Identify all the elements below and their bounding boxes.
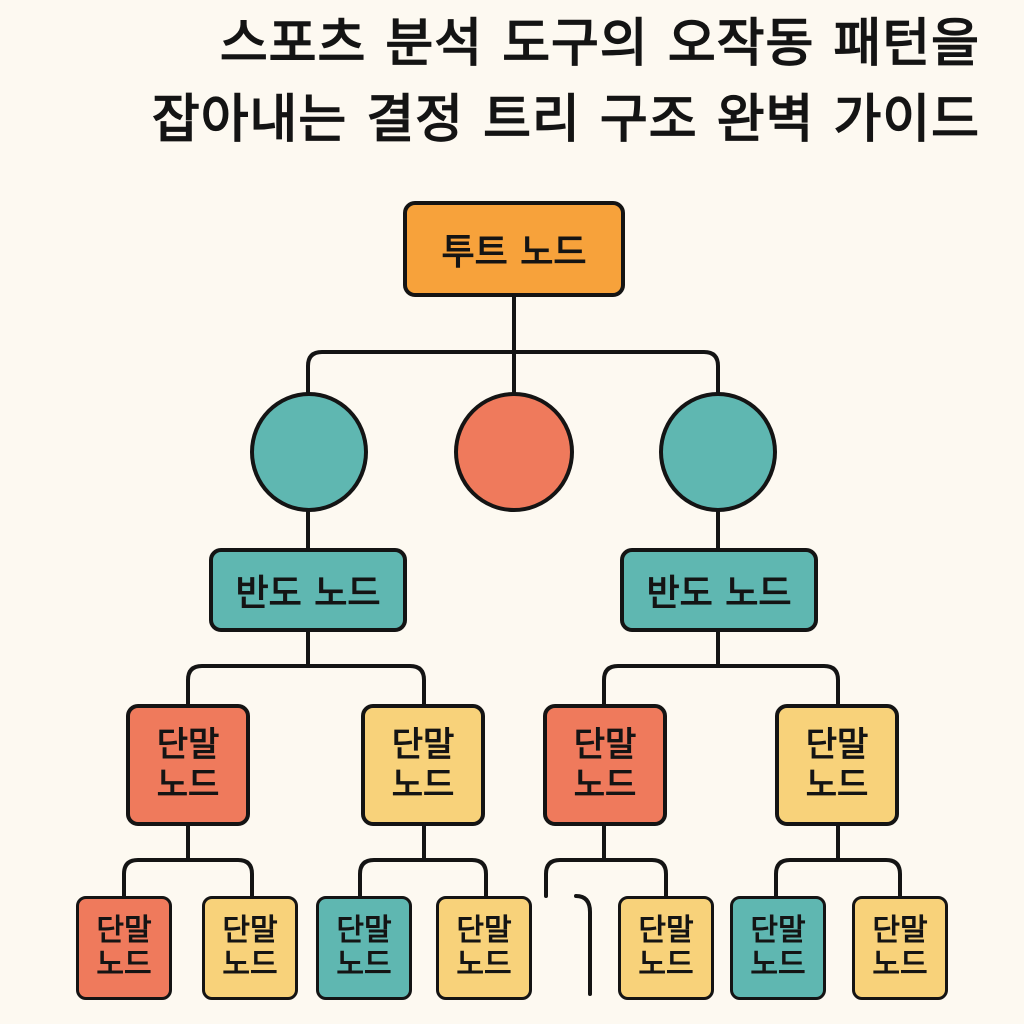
terminal-node-label: 단말 노드 — [156, 725, 220, 805]
terminal-node-3: 단말 노드 — [543, 704, 667, 826]
leaf-node-6: 단말 노드 — [730, 896, 826, 1000]
leaf-node-5: 단말 노드 — [618, 896, 714, 1000]
leaf-node-label: 단말 노드 — [96, 913, 152, 982]
terminal-node-label: 단말 노드 — [805, 725, 869, 805]
leaf-node-label: 단말 노드 — [750, 913, 806, 982]
frequency-node-right: 반도 노드 — [620, 548, 818, 632]
title-line-2: 잡아내는 결정 트리 구조 완벽 가이드 — [151, 90, 980, 150]
connector-term-4 — [774, 824, 902, 898]
root-node: 투트 노드 — [403, 201, 625, 297]
leaf-node-label: 단말 노드 — [222, 913, 278, 982]
leaf-node-2: 단말 노드 — [202, 896, 298, 1000]
leaf-node-label: 단말 노드 — [638, 913, 694, 982]
terminal-node-label: 단말 노드 — [573, 725, 637, 805]
connector-term-1 — [122, 824, 254, 898]
connector-freq-left — [186, 630, 426, 706]
leaf-node-3: 단말 노드 — [316, 896, 412, 1000]
connector-freq-right — [602, 630, 840, 706]
terminal-node-2: 단말 노드 — [361, 704, 485, 826]
connector-root-bus — [306, 295, 720, 394]
chance-circle-right — [659, 392, 777, 512]
leaf-node-4: 단말 노드 — [436, 896, 532, 1000]
title-line-1: 스포츠 분석 도구의 오작동 패턴을 — [219, 14, 980, 74]
leaf-node-label: 단말 노드 — [336, 913, 392, 982]
leaf-node-label: 단말 노드 — [872, 913, 928, 982]
chance-circle-center — [454, 392, 574, 512]
leaf-node-7: 단말 노드 — [852, 896, 948, 1000]
terminal-node-1: 단말 노드 — [126, 704, 250, 826]
connector-term-2 — [358, 824, 488, 898]
frequency-node-left: 반도 노드 — [209, 548, 407, 632]
terminal-node-label: 단말 노드 — [391, 725, 455, 805]
leaf-node-1: 단말 노드 — [76, 896, 172, 1000]
connector-term-3 — [544, 824, 668, 996]
chance-circle-left — [250, 392, 368, 512]
leaf-node-label: 단말 노드 — [456, 913, 512, 982]
terminal-node-4: 단말 노드 — [775, 704, 899, 826]
